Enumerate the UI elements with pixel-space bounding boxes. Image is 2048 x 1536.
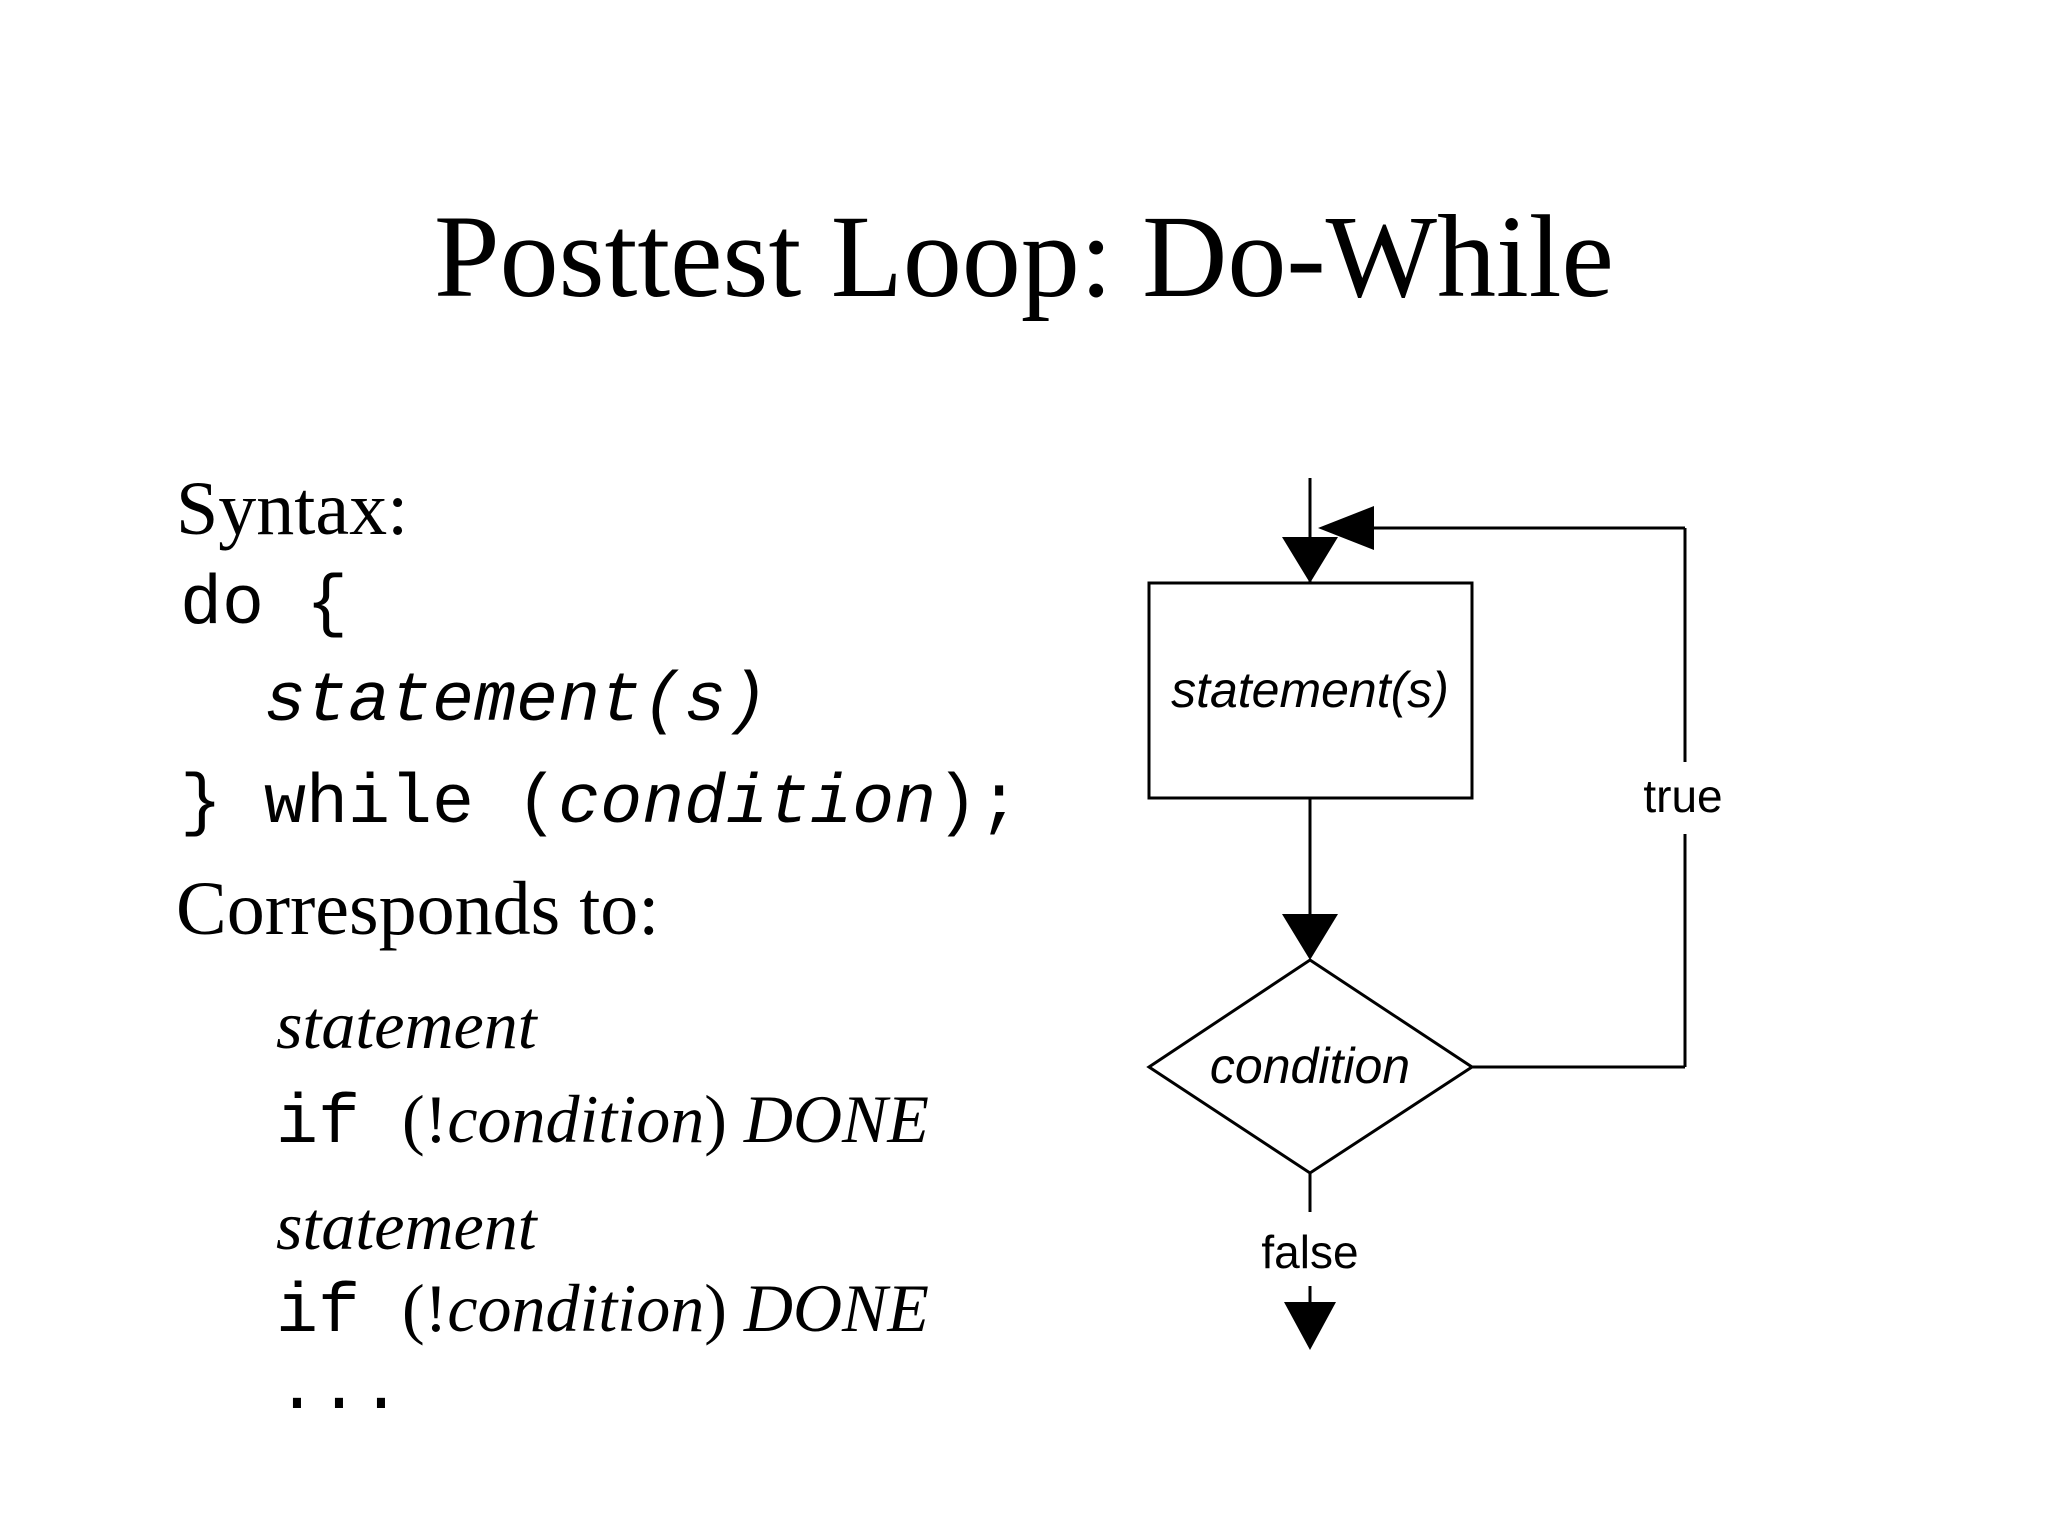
code-segment: } while ( bbox=[180, 765, 559, 844]
process-box-label: statement(s) bbox=[1171, 662, 1449, 718]
pseudocode-segment: DONE bbox=[743, 1081, 929, 1157]
pseudocode-segment: (! bbox=[402, 1270, 448, 1346]
down-arrowhead-icon bbox=[1284, 1302, 1336, 1350]
pseudocode-segment: ... bbox=[276, 1351, 403, 1430]
pseudocode-segment: condition bbox=[447, 1270, 705, 1346]
pseudocode-line: ... bbox=[276, 1356, 402, 1426]
left-arrowhead-icon bbox=[1318, 506, 1374, 550]
down-arrowhead-icon bbox=[1282, 914, 1338, 960]
pseudocode-segment: statement bbox=[276, 987, 537, 1063]
page-title: Posttest Loop: Do-While bbox=[434, 191, 1614, 322]
code-line: statement(s) bbox=[264, 668, 768, 738]
false-edge-label: false bbox=[1261, 1226, 1358, 1278]
pseudocode-line: if (!condition) DONE bbox=[276, 1085, 929, 1160]
down-arrowhead-icon bbox=[1282, 537, 1338, 583]
code-segment: condition bbox=[558, 765, 937, 844]
decision-diamond-label: condition bbox=[1210, 1038, 1410, 1094]
pseudocode-segment: statement bbox=[276, 1188, 537, 1264]
process-box bbox=[1147, 581, 1474, 800]
pseudocode-segment: (! bbox=[402, 1081, 448, 1157]
pseudocode-segment: ) bbox=[704, 1081, 744, 1157]
pseudocode-segment: condition bbox=[447, 1081, 705, 1157]
syntax-heading: Syntax: bbox=[176, 467, 409, 551]
code-segment: do { bbox=[180, 566, 349, 645]
pseudocode-line: statement bbox=[276, 1192, 537, 1260]
true-edge-label: true bbox=[1643, 770, 1722, 822]
pseudocode-segment: if bbox=[276, 1085, 403, 1164]
code-segment: statement(s) bbox=[264, 663, 769, 742]
code-line: } while (condition); bbox=[180, 770, 1020, 840]
pseudocode-segment: DONE bbox=[743, 1270, 929, 1346]
pseudocode-line: if (!condition) DONE bbox=[276, 1274, 929, 1349]
pseudocode-segment: if bbox=[276, 1274, 403, 1353]
pseudocode-segment: ) bbox=[704, 1270, 744, 1346]
pseudocode-line: statement bbox=[276, 991, 537, 1059]
code-line: do { bbox=[180, 571, 348, 641]
corresponds-heading: Corresponds to: bbox=[176, 867, 660, 951]
code-segment: ); bbox=[936, 765, 1021, 844]
